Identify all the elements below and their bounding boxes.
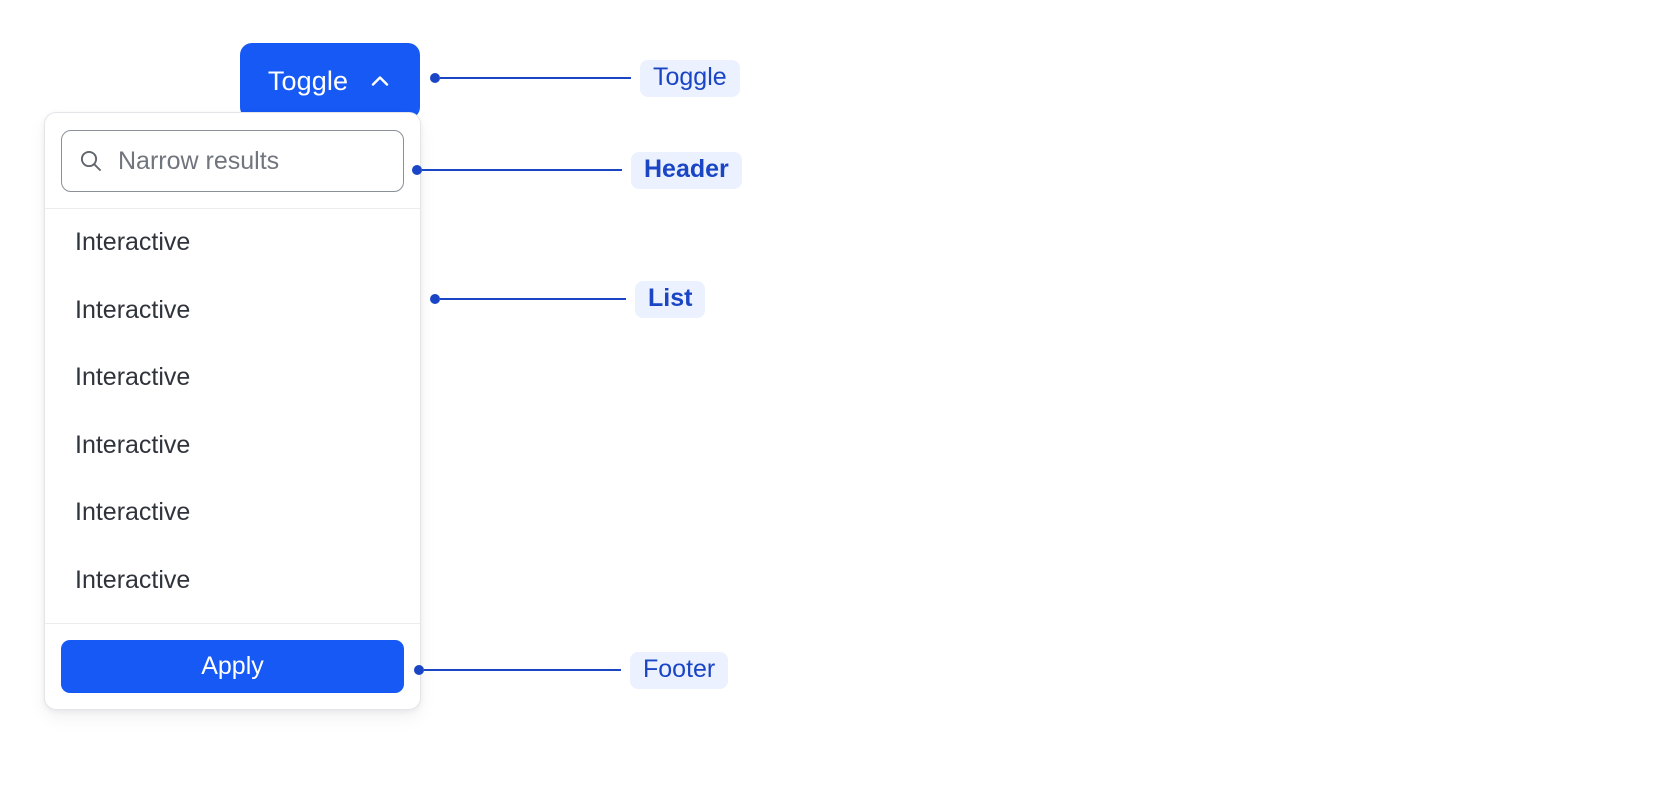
- chevron-up-icon: [368, 69, 392, 93]
- annotation-dot-icon: [430, 294, 440, 304]
- annotation-label: List: [635, 280, 706, 318]
- search-input[interactable]: [118, 146, 387, 176]
- list-item-label: Interactive: [75, 430, 191, 459]
- list-item[interactable]: Interactive: [45, 277, 420, 345]
- annotation-toggle: Toggle: [430, 59, 740, 97]
- annotation-label: Toggle: [640, 59, 740, 97]
- list-item-label: Interactive: [75, 565, 191, 594]
- annotation-dot-icon: [430, 73, 440, 83]
- annotation-leader-line: [422, 169, 622, 171]
- toggle-button[interactable]: Toggle: [240, 43, 420, 119]
- apply-button[interactable]: Apply: [61, 640, 404, 693]
- list-item-label: Interactive: [75, 363, 191, 392]
- list-item-label: Interactive: [75, 498, 191, 527]
- annotation-leader-line: [440, 298, 626, 300]
- annotation-leader-line: [440, 77, 631, 79]
- toggle-button-label: Toggle: [267, 65, 349, 96]
- panel-list: Interactive Interactive Interactive Inte…: [45, 209, 420, 623]
- annotation-header: Header: [412, 151, 742, 189]
- panel-header: [45, 113, 420, 209]
- search-icon: [78, 148, 104, 174]
- annotation-dot-icon: [414, 665, 424, 675]
- panel-footer: Apply: [45, 623, 420, 709]
- list-item[interactable]: Interactive: [45, 344, 420, 412]
- list-item[interactable]: Interactive: [45, 209, 420, 277]
- list-item-label: Interactive: [75, 228, 191, 257]
- annotation-list: List: [430, 280, 706, 318]
- annotation-label: Header: [631, 151, 742, 189]
- list-item-label: Interactive: [75, 295, 191, 324]
- annotation-dot-icon: [412, 165, 422, 175]
- list-item[interactable]: Interactive: [45, 479, 420, 547]
- annotation-footer: Footer: [414, 651, 729, 689]
- dropdown-panel: Interactive Interactive Interactive Inte…: [44, 112, 421, 710]
- annotation-label: Footer: [630, 651, 729, 689]
- list-item[interactable]: Interactive: [45, 412, 420, 480]
- annotation-leader-line: [424, 669, 621, 671]
- list-item[interactable]: Interactive: [45, 547, 420, 615]
- search-field[interactable]: [61, 130, 404, 192]
